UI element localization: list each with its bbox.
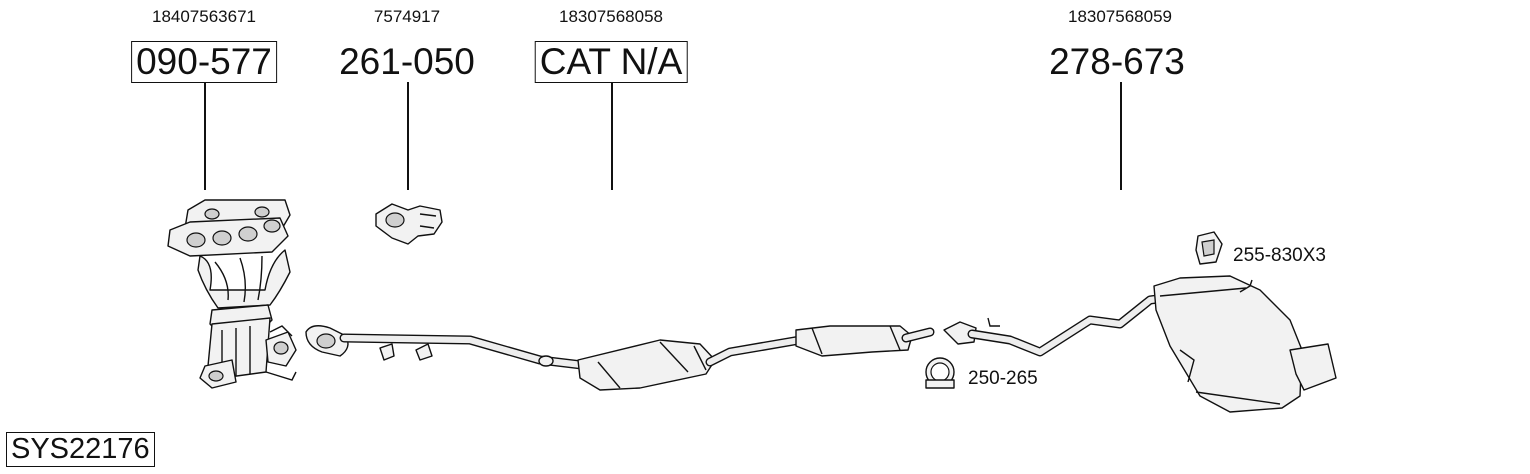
rubber-mount-drawing xyxy=(1195,231,1223,265)
front-pipe-drawing xyxy=(305,325,595,371)
exhaust-manifold-drawing xyxy=(167,199,297,389)
part-number-catalyst: CAT N/A xyxy=(534,41,688,83)
oem-number-catalyst: 18307568058 xyxy=(558,7,664,26)
part-number-manifold: 090-577 xyxy=(131,41,277,83)
rear-silencer-drawing xyxy=(943,275,1337,413)
gasket-drawing xyxy=(375,203,443,245)
middle-silencer-drawing xyxy=(795,325,935,357)
leader-line-278-673 xyxy=(1120,82,1122,190)
system-code: SYS22176 xyxy=(6,432,155,468)
leader-line-090-577 xyxy=(204,82,206,190)
oem-number-gasket: 7574917 xyxy=(373,7,441,26)
catalytic-converter-drawing xyxy=(577,335,805,391)
leader-line-cat xyxy=(611,82,613,190)
part-number-gasket: 261-050 xyxy=(339,41,475,82)
clamp-drawing xyxy=(925,357,955,389)
fitting-label-rubber-mount: 255-830X3 xyxy=(1233,245,1326,266)
oem-number-manifold: 18407563671 xyxy=(151,7,257,26)
oem-number-rear-silencer: 18307568059 xyxy=(1067,7,1173,26)
leader-line-261-050 xyxy=(407,82,409,190)
fitting-label-clamp: 250-265 xyxy=(968,368,1038,389)
part-number-rear-silencer: 278-673 xyxy=(1049,41,1185,82)
